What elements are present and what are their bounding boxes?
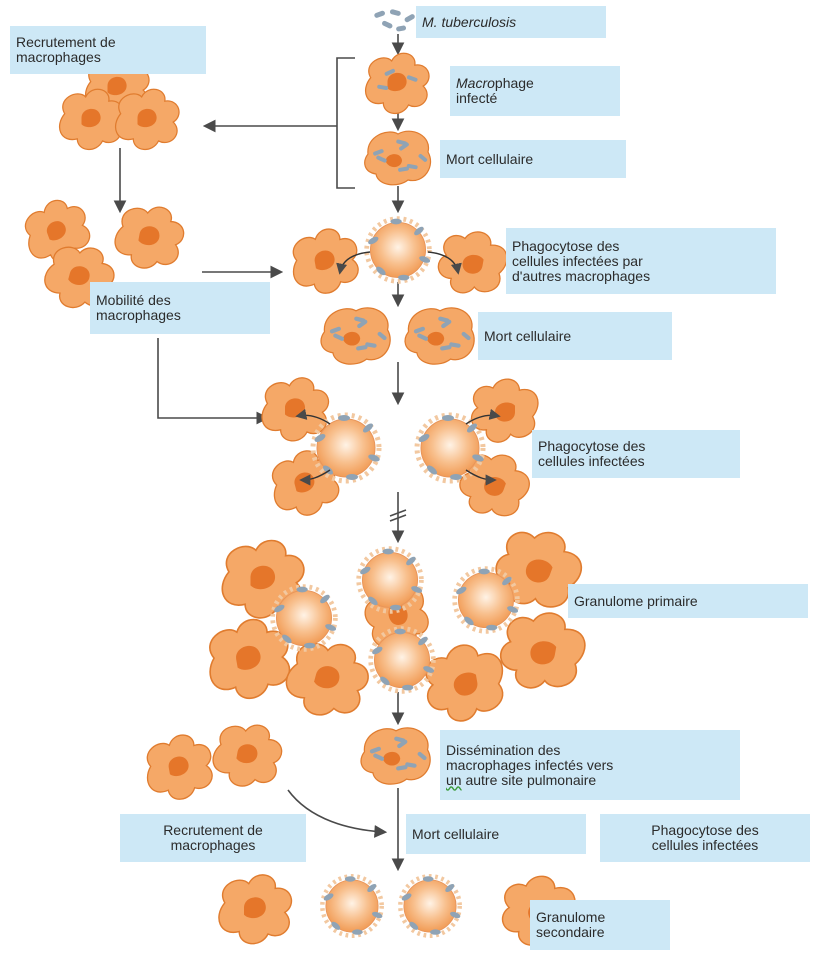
label-mobilite: Mobilité des macrophages xyxy=(90,282,270,334)
label-mort-cellulaire-3: Mort cellulaire xyxy=(406,814,586,854)
disseminating-infected-macrophage xyxy=(361,728,430,784)
label-granulome-secondaire: Granulome secondaire xyxy=(530,900,670,950)
phagocytosis-of-infected-cells xyxy=(262,378,538,526)
m-tuberculosis-bacteria xyxy=(374,9,416,32)
label-phagocytose-3: Phagocytose des cellules infectées xyxy=(600,814,810,862)
label-granulome-primaire: Granulome primaire xyxy=(568,584,808,618)
secondary-granuloma xyxy=(219,875,575,945)
label-macrophage-infecte-text: Macrophage infecté xyxy=(456,76,534,106)
label-macrophage-infecte-italic: Macro xyxy=(456,75,495,91)
phagocytosis-by-other-macrophages xyxy=(287,219,511,300)
label-phagocytose-2-text: Phagocytose des cellules infectées xyxy=(538,439,645,469)
label-phagocytose-3-text: Phagocytose des cellules infectées xyxy=(651,823,758,853)
label-dissemination-part1: Dissémination des macrophages infectés v… xyxy=(446,742,613,773)
infected-macrophage xyxy=(366,53,429,113)
dead-cells-pair xyxy=(321,308,474,364)
label-recrutement-2: Recrutement de macrophages xyxy=(120,814,306,862)
label-mort-cellulaire-2: Mort cellulaire xyxy=(478,312,672,360)
dead-infected-cell xyxy=(365,131,431,185)
recruited-macrophages-lower xyxy=(141,718,286,804)
label-mort-cellulaire-2-text: Mort cellulaire xyxy=(484,329,571,344)
label-dissemination-text: Dissémination des macrophages infectés v… xyxy=(446,743,613,788)
label-macrophage-infecte: Macrophage infecté xyxy=(450,66,620,116)
label-mort-cellulaire-1: Mort cellulaire xyxy=(440,140,626,178)
label-granulome-primaire-text: Granulome primaire xyxy=(574,594,698,609)
label-recrutement-1: Recrutement de macrophages xyxy=(10,26,206,74)
label-phagocytose-2: Phagocytose des cellules infectées xyxy=(532,430,740,478)
label-m-tuberculosis-text: M. tuberculosis xyxy=(422,15,516,30)
label-granulome-secondaire-text: Granulome secondaire xyxy=(536,910,605,940)
label-mort-cellulaire-1-text: Mort cellulaire xyxy=(446,152,533,167)
label-dissemination-underlined: un xyxy=(446,772,462,788)
label-mobilite-text: Mobilité des macrophages xyxy=(96,293,181,323)
label-m-tuberculosis: M. tuberculosis xyxy=(416,6,606,38)
label-dissemination-part2: autre site pulmonaire xyxy=(462,772,597,788)
label-dissemination: Dissémination des macrophages infectés v… xyxy=(440,730,740,800)
label-recrutement-2-text: Recrutement de macrophages xyxy=(163,823,263,853)
label-phagocytose-1: Phagocytose des cellules infectées par d… xyxy=(506,228,776,294)
label-recrutement-1-text: Recrutement de macrophages xyxy=(16,35,116,65)
label-phagocytose-1-text: Phagocytose des cellules infectées par d… xyxy=(512,239,650,284)
label-mort-cellulaire-3-text: Mort cellulaire xyxy=(412,827,499,842)
primary-granuloma xyxy=(202,519,590,726)
